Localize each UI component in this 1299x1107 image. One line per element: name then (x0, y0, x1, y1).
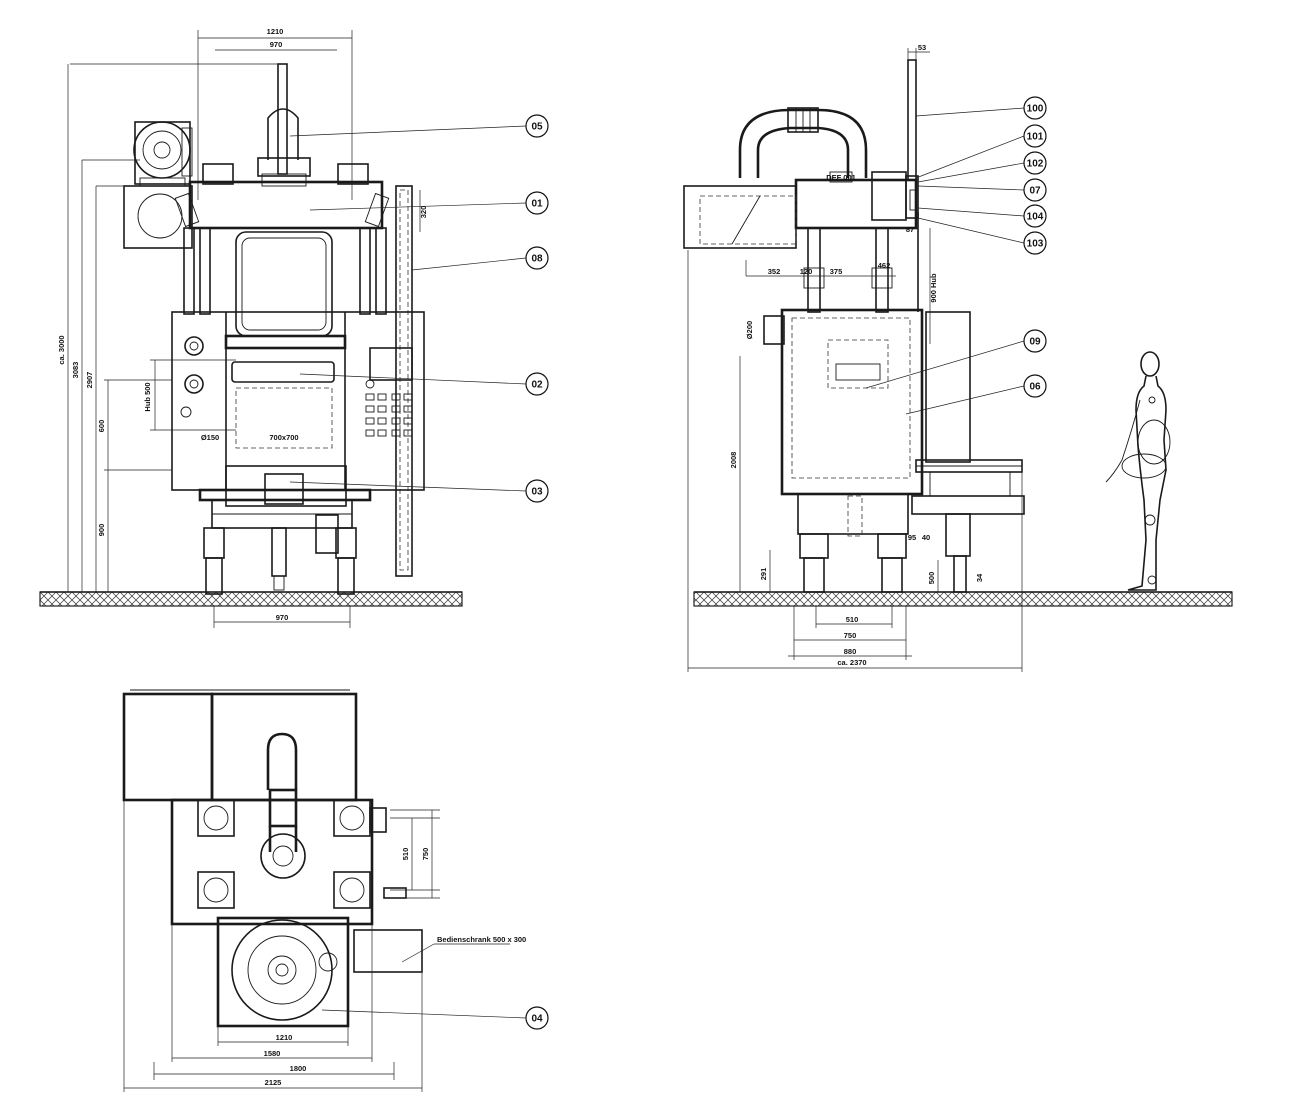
side-dim-dia200: Ø200 (745, 321, 754, 339)
top-dim-510: 510 (401, 848, 410, 861)
callout-07: 07 (1029, 186, 1041, 197)
front-dim-2907: 2907 (85, 372, 94, 389)
callout-04: 04 (531, 1014, 543, 1025)
callout-104: 104 (1027, 212, 1044, 223)
top-main-plate (170, 798, 374, 926)
top-dim-1580: 1580 (264, 1049, 281, 1058)
side-main-body (780, 308, 924, 496)
front-main-body (171, 311, 425, 491)
front-dim-970-bottom: 970 (276, 613, 289, 622)
cabinet-label: Bedienschrank 500 x 300 (437, 935, 526, 944)
control-cabinet (353, 929, 423, 973)
front-dim-3000: ca. 3000 (57, 335, 66, 364)
side-dim-120: 120 (800, 267, 813, 276)
side-dim-291: 291 (759, 568, 768, 581)
front-ground (39, 591, 463, 607)
side-dim-510: 510 (846, 615, 859, 624)
callout-09: 09 (1029, 337, 1041, 348)
side-dim-500: 500 (927, 572, 936, 585)
side-dim-87: 87 (906, 225, 914, 234)
top-view: Bedienschrank 500 x 300 510 750 1210 158… (122, 689, 549, 1092)
callout-03: 03 (531, 487, 543, 498)
left-column (183, 227, 195, 315)
right-column (359, 227, 371, 315)
side-dim-34: 34 (975, 573, 984, 582)
top-dim-1210: 1210 (276, 1033, 293, 1042)
side-dim-95: 95 (908, 533, 916, 542)
side-ground (693, 591, 1233, 607)
callout-01: 01 (531, 199, 543, 210)
human-scale-figure (1105, 351, 1171, 591)
callout-102: 102 (1027, 159, 1044, 170)
side-dim-462: 462 (878, 261, 891, 270)
control-panel-buttons (365, 379, 413, 437)
front-dim-900: 900 (97, 524, 106, 537)
turntable (231, 919, 333, 1021)
callout-103: 103 (1027, 239, 1044, 250)
top-dim-2125: 2125 (265, 1078, 282, 1087)
callout-08: 08 (531, 254, 543, 265)
side-dim-352: 352 (768, 267, 781, 276)
front-dim-3083: 3083 (71, 362, 80, 379)
front-dim-600: 600 (97, 420, 106, 433)
side-dim-900hub: 900 Hub (929, 273, 938, 303)
side-dim-880: 880 (844, 647, 857, 656)
callout-100: 100 (1027, 104, 1044, 115)
front-dim-970-top: 970 (270, 40, 283, 49)
front-dim-hub500: Hub 500 (143, 382, 152, 411)
callout-02: 02 (531, 380, 543, 391)
front-dim-dia150: Ø150 (201, 433, 219, 442)
side-view: 53 DEF 001 352 120 375 462 87 90 (683, 43, 1233, 672)
side-dim-53: 53 (918, 43, 926, 52)
side-dim-750: 750 (844, 631, 857, 640)
callout-05: 05 (531, 122, 543, 133)
callout-101: 101 (1027, 132, 1044, 143)
side-dim-2370: ca. 2370 (837, 658, 866, 667)
side-dim-375: 375 (830, 267, 843, 276)
side-dim-2008: 2008 (729, 452, 738, 469)
side-nameplate: DEF 001 (826, 173, 856, 182)
top-dim-1800: 1800 (290, 1064, 307, 1073)
front-dim-320: 320 (419, 206, 428, 219)
top-dim-750: 750 (421, 848, 430, 861)
front-dim-1210: 1210 (267, 27, 284, 36)
exhaust-pipe-arch (738, 108, 868, 178)
front-view: 1210 970 320 (39, 27, 549, 628)
callout-06: 06 (1029, 382, 1041, 393)
side-dim-40: 40 (922, 533, 930, 542)
front-dim-700x700: 700x700 (269, 433, 298, 442)
